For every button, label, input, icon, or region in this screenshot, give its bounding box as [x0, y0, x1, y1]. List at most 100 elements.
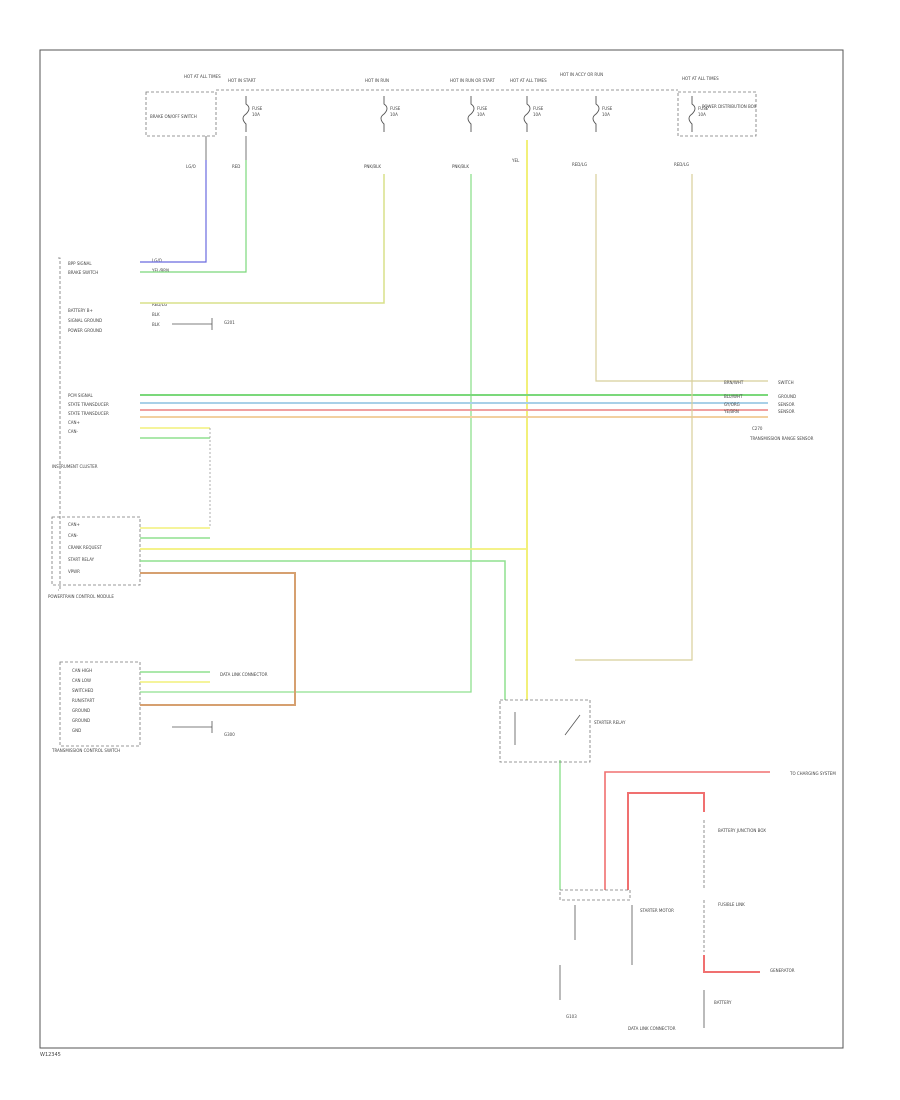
wire-brake-blue [140, 160, 207, 263]
pcm-pin-1: CAN+ [68, 522, 80, 527]
wire-relay-feed [575, 174, 693, 661]
right-connector: BRN/WHT BLU/WHT GY/ORG YE/BRN SWITCH GRO… [723, 380, 814, 441]
top-fuse-row: HOT AT ALL TIMES HOT IN START HOT IN RUN… [145, 72, 757, 169]
right-pin-4: SENSOR [778, 409, 795, 414]
fuse-rating-2: 10A [390, 112, 398, 117]
cluster-label: INSTRUMENT CLUSTER [52, 464, 98, 469]
left-box-label: BRAKE ON/OFF SWITCH [150, 114, 197, 119]
starter-relay-label: STARTER RELAY [594, 720, 626, 725]
tcm-pin-7: GND [72, 728, 81, 733]
cable-generator [703, 955, 760, 973]
tcm-label: TRANSMISSION CONTROL SWITCH [51, 748, 120, 753]
wire-right-conn [595, 174, 768, 382]
brake-pin-2: BRAKE SWITCH [68, 270, 98, 275]
to-charging-label: TO CHARGING SYSTEM [789, 771, 836, 776]
ground-c-label: G103 [566, 1014, 577, 1019]
fuse-rating-1: 10A [252, 112, 260, 117]
diagram-border [39, 49, 844, 1049]
fuse-header-1: HOT AT ALL TIMES [184, 74, 221, 79]
starter-motor-label: STARTER MOTOR [640, 908, 674, 913]
junction-box-label: BATTERY JUNCTION BOX [718, 828, 766, 833]
brake-wire-1: LG/O [152, 258, 162, 263]
pcm-pin-4: START RELAY [68, 557, 95, 562]
left-components: BPP SIGNAL BRAKE SWITCH LG/O YEL/BRN BAT… [48, 257, 268, 753]
tcm-pin-1: CAN HIGH [72, 668, 92, 673]
fuse-4 [523, 96, 531, 132]
range-sensor-label: TRANSMISSION RANGE SENSOR [749, 436, 814, 441]
brake-pin-1: BPP SIGNAL [68, 261, 92, 266]
fuse-header-7: HOT AT ALL TIMES [682, 76, 719, 81]
data-link-label-2: DATA LINK CONNECTOR [628, 1026, 676, 1031]
right-wire-2: BLU/WHT [724, 394, 743, 399]
tcm-pin-2: CAN LOW [72, 678, 91, 683]
starter-motor-box [559, 889, 631, 901]
fuse-rating-5: 10A [602, 112, 610, 117]
fuse-label-5: FUSE [602, 106, 613, 111]
wire-battery-feed [140, 174, 385, 304]
cluster-b-pin-1: PCM SIGNAL [68, 393, 93, 398]
fuse-3 [467, 96, 475, 132]
cable-battery-2 [627, 792, 705, 890]
fuse-rating-3: 10A [477, 112, 485, 117]
right-pin-3: SENSOR [778, 402, 795, 407]
fuse-label-4: FUSE [533, 106, 544, 111]
fuse-header-4: HOT IN RUN OR START [450, 78, 495, 83]
fuse-5 [592, 96, 600, 132]
wire-code-top-5: YEL [511, 158, 520, 163]
tcm-pin-5: GROUND [72, 708, 90, 713]
right-box-label: POWER DISTRIBUTION BOX [702, 104, 757, 109]
tcm-pin-3: SWITCHED [72, 688, 93, 693]
wire-code-top-6: RED/LG [572, 162, 587, 167]
fuse-2 [380, 96, 388, 132]
fuse-label-2: FUSE [390, 106, 401, 111]
pcm-label: POWERTRAIN CONTROL MODULE [48, 594, 114, 599]
fusible-link-label: FUSIBLE LINK [718, 902, 745, 907]
connector-label: C270 [752, 426, 763, 431]
cluster-a-wire-1: RED/LG [152, 302, 167, 307]
fuse-label-6: FUSE [698, 106, 709, 111]
starter-area: STARTER RELAY TO CHARGING SYSTEM BATTERY… [499, 699, 836, 1031]
fuse-header-5: HOT AT ALL TIMES [510, 78, 547, 83]
right-wire-1: BRN/WHT [724, 380, 744, 385]
cable-battery-1 [604, 771, 770, 890]
brake-switch-box [145, 91, 217, 137]
wire-code-top-4: PNK/BLK [452, 164, 469, 169]
fuse-1 [242, 96, 250, 132]
wire-brake-green [140, 160, 247, 273]
right-wire-3: GY/ORG [724, 402, 740, 407]
fuse-header-2: HOT IN START [228, 78, 256, 83]
fuse-header-3: HOT IN RUN [365, 78, 389, 83]
fuse-rating-6: 10A [698, 112, 706, 117]
cluster-b-pin-2: STATE TRANSDUCER [68, 402, 109, 407]
brake-wire-2: YEL/BRN [151, 268, 169, 273]
pcm-pin-2: CAN- [68, 533, 79, 538]
wire-code-top-2: RED [232, 164, 240, 169]
generator-label: GENERATOR [770, 968, 795, 973]
fuse-rating-4: 10A [533, 112, 541, 117]
pcm-pin-5: VPWR [68, 569, 80, 574]
footer-code: W12345 [40, 1052, 61, 1058]
fuse-label-3: FUSE [477, 106, 488, 111]
cluster-a-pin-3: POWER GROUND [68, 328, 102, 333]
cluster-a-pin-1: BATTERY B+ [68, 308, 93, 313]
right-wire-4: YE/BRN [723, 409, 739, 414]
right-pin-1: SWITCH [778, 380, 794, 385]
wire-code-top-7: RED/LG [674, 162, 689, 167]
wire-code-top-3: PNK/BLK [364, 164, 381, 169]
cluster-a-wire-2: BLK [152, 312, 160, 317]
wire-code-top-1: LG/O [186, 164, 196, 169]
cluster-b-pin-5: CAN- [68, 429, 79, 434]
tcm-pin-4: RUN/START [72, 698, 95, 703]
power-distribution-box [677, 91, 757, 137]
tcm-pin-6: GROUND [72, 718, 90, 723]
cluster-b-pin-4: CAN+ [68, 420, 80, 425]
fuse-6 [688, 96, 696, 132]
cluster-a-pin-2: SIGNAL GROUND [68, 318, 102, 323]
ground-b-label: G300 [224, 732, 235, 737]
right-pin-2: GROUND [778, 394, 796, 399]
cluster-a-wire-3: BLK [152, 322, 160, 327]
wire-run-start [140, 174, 472, 693]
cluster-b-pin-3: STATE TRANSDUCER [68, 411, 109, 416]
ground-a-label: G201 [224, 320, 235, 325]
